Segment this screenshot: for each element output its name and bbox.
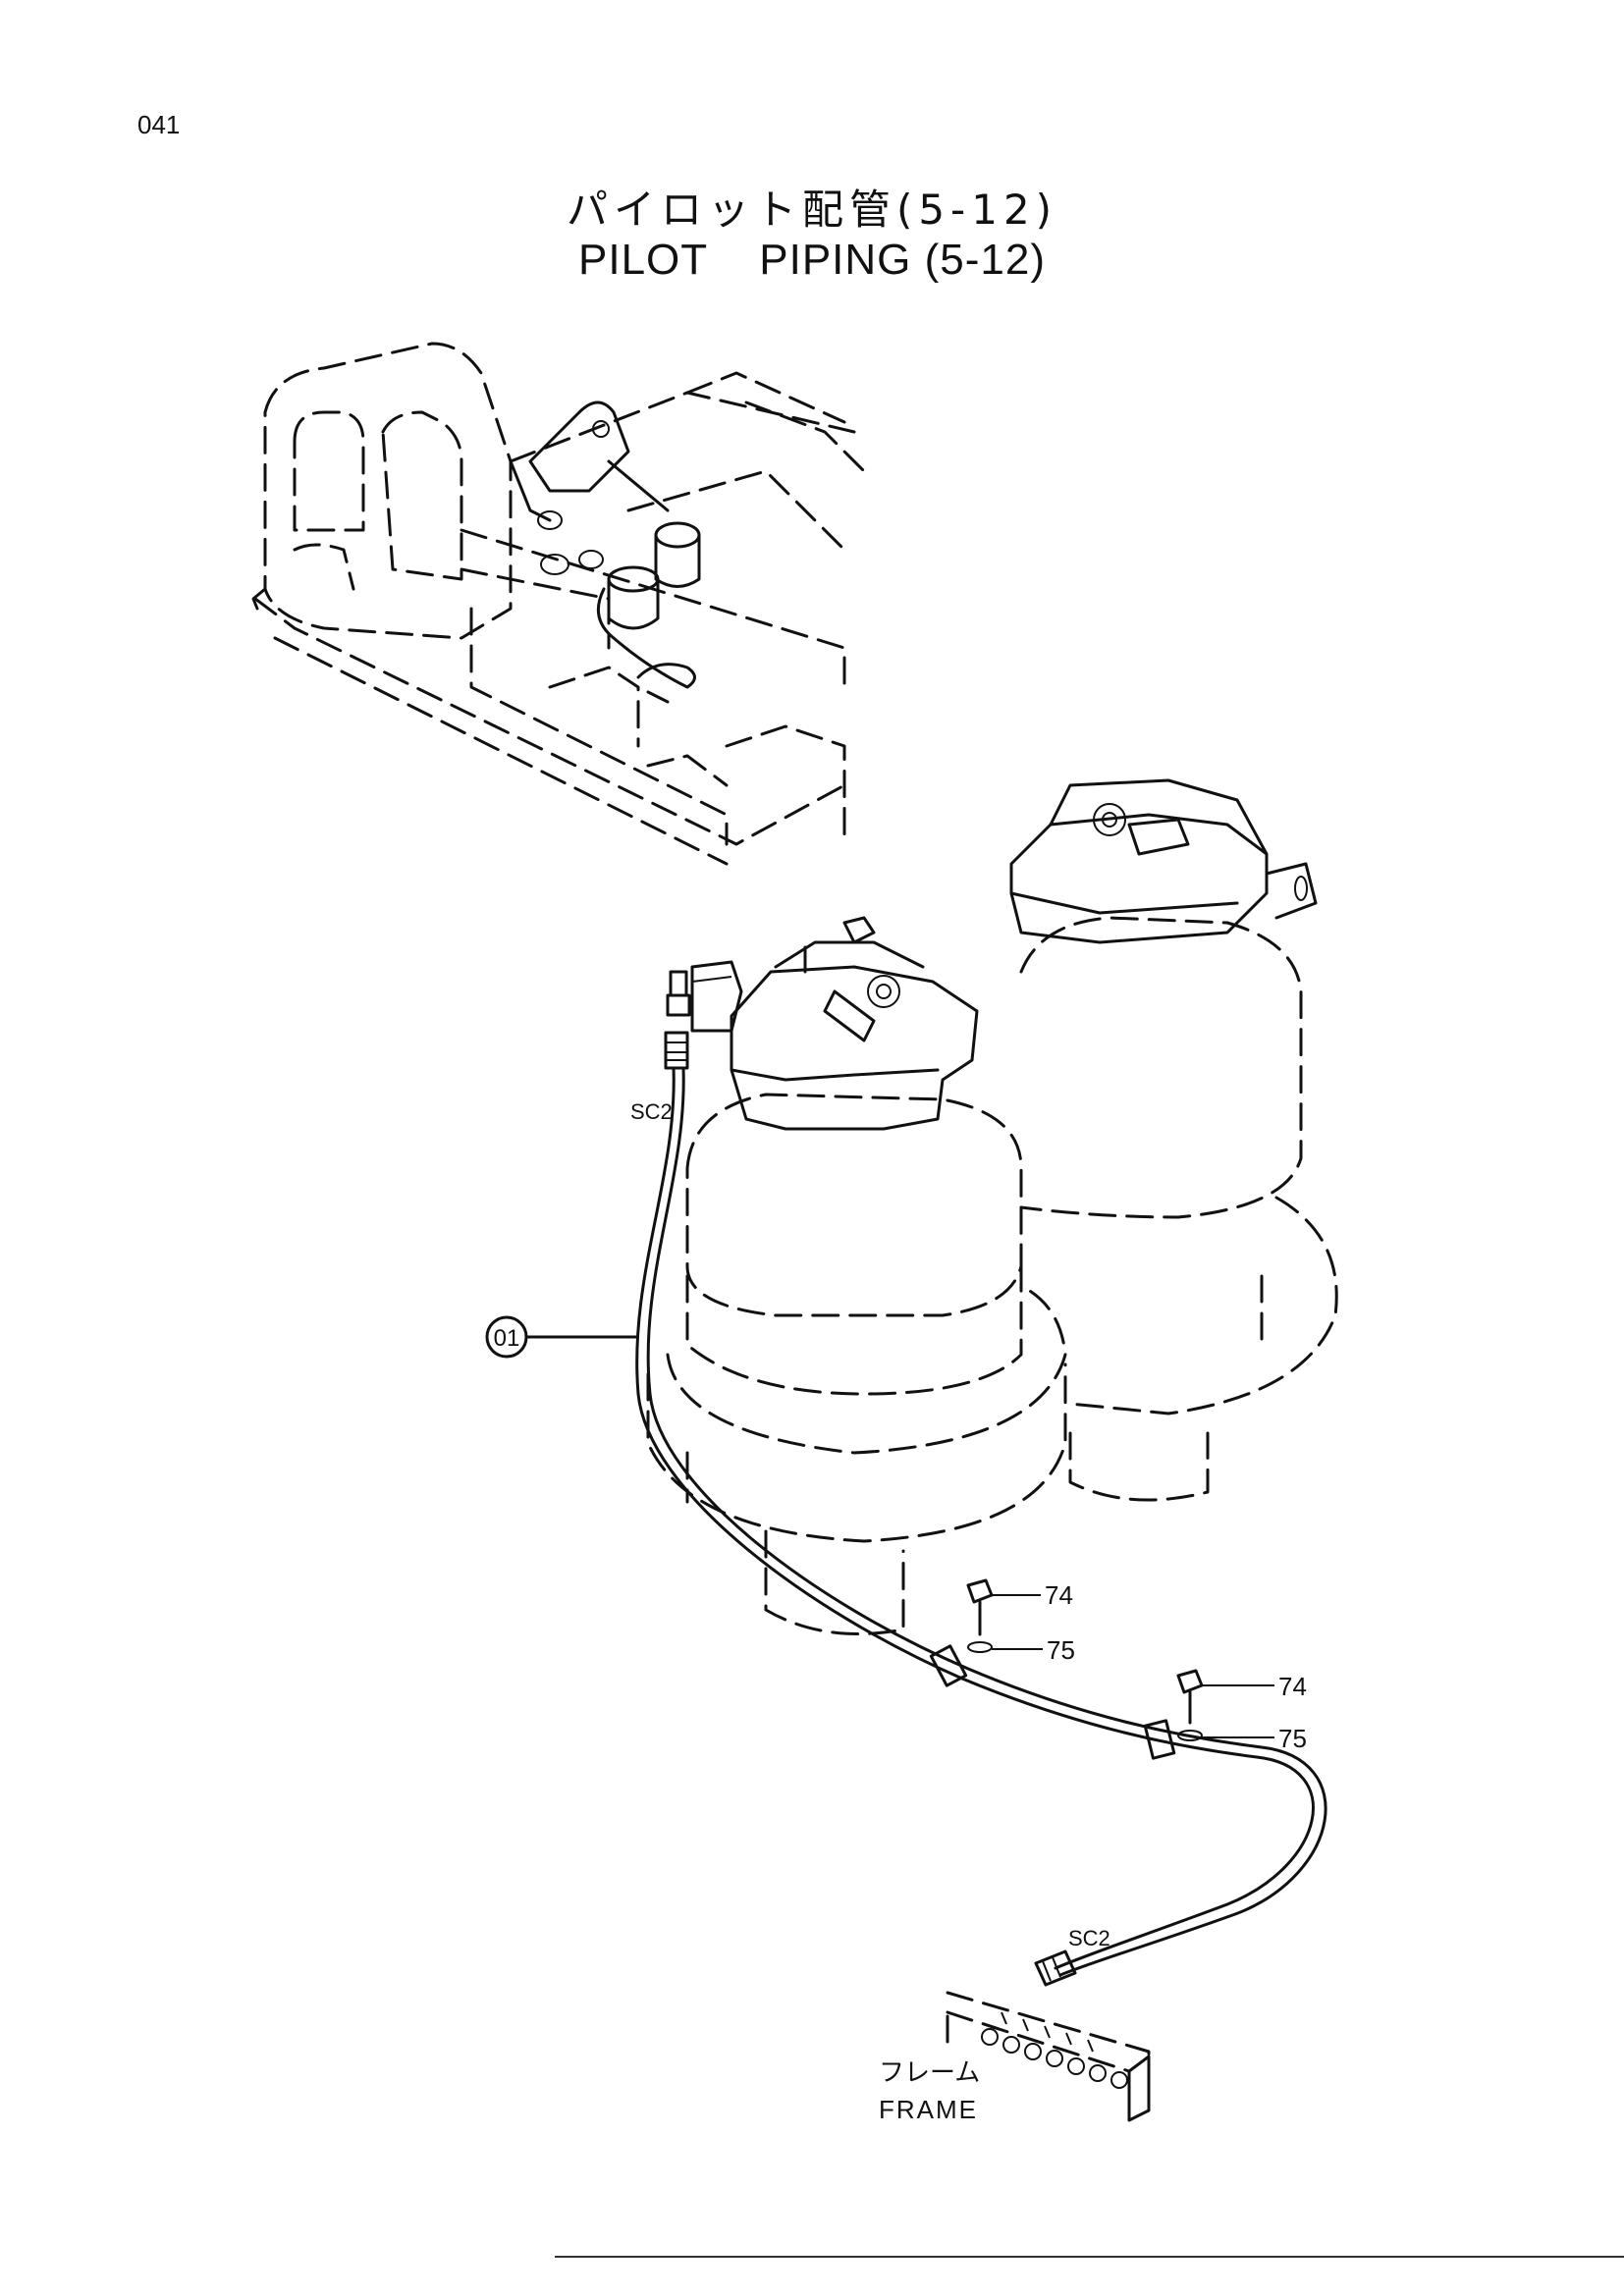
callout-01-label: 01 <box>494 1325 520 1352</box>
washer-75-lower-label: 75 <box>1278 1724 1307 1753</box>
swing-motor-rear <box>1009 778 1338 1502</box>
port-sc2-bottom-label: SC2 <box>1068 1926 1110 1950</box>
frame-label-english: FRAME <box>879 2095 978 2124</box>
callout-01: 01 <box>485 1315 638 1359</box>
frame-rail <box>946 1991 1151 2122</box>
bolt-74-lower-label: 74 <box>1278 1672 1307 1701</box>
footer-rule <box>555 2256 1624 2258</box>
washer-75-upper-label: 75 <box>1047 1635 1075 1665</box>
excavator-overview-inset <box>251 342 866 866</box>
bolt-74-lower <box>1176 1669 1274 1725</box>
page-number: 041 <box>137 110 181 139</box>
washer-75-upper <box>967 1641 1043 1653</box>
frame-label-japanese: フレーム <box>879 2057 980 2087</box>
bolt-74-upper-label: 74 <box>1045 1580 1073 1610</box>
title-english: PILOT PIPING (5-12) <box>578 236 1046 284</box>
bolt-74-upper <box>966 1578 1041 1636</box>
swing-motor-front <box>646 916 1067 1635</box>
title-japanese: パイロット配管(5-12) <box>566 186 1058 234</box>
washer-75-lower <box>1177 1730 1274 1741</box>
pilot-hose-01 <box>635 970 1327 1987</box>
port-sc2-top-label: SC2 <box>630 1099 673 1124</box>
